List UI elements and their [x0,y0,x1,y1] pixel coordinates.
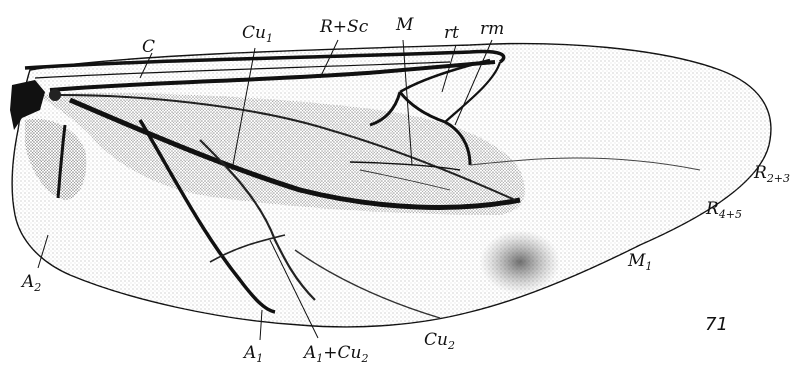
label-r45: R4+5 [705,199,742,221]
label-m: M [395,15,414,35]
label-c: C [142,37,155,57]
label-a1: A1 [242,343,263,365]
wing-base-knob [49,89,61,101]
label-rm: rm [480,19,504,39]
label-r23: R2+3 [753,163,790,185]
label-cu1: Cu1 [242,23,273,45]
label-a2: A2 [20,272,41,294]
label-rt: rt [444,23,459,43]
label-m1: M1 [627,251,652,273]
figure-number: 71 [705,314,728,335]
label-r-sc: R+Sc [319,17,369,37]
wing-spot [480,230,560,294]
label-a1-cu2: A1+Cu2 [302,343,368,365]
label-cu2: Cu2 [424,330,455,352]
